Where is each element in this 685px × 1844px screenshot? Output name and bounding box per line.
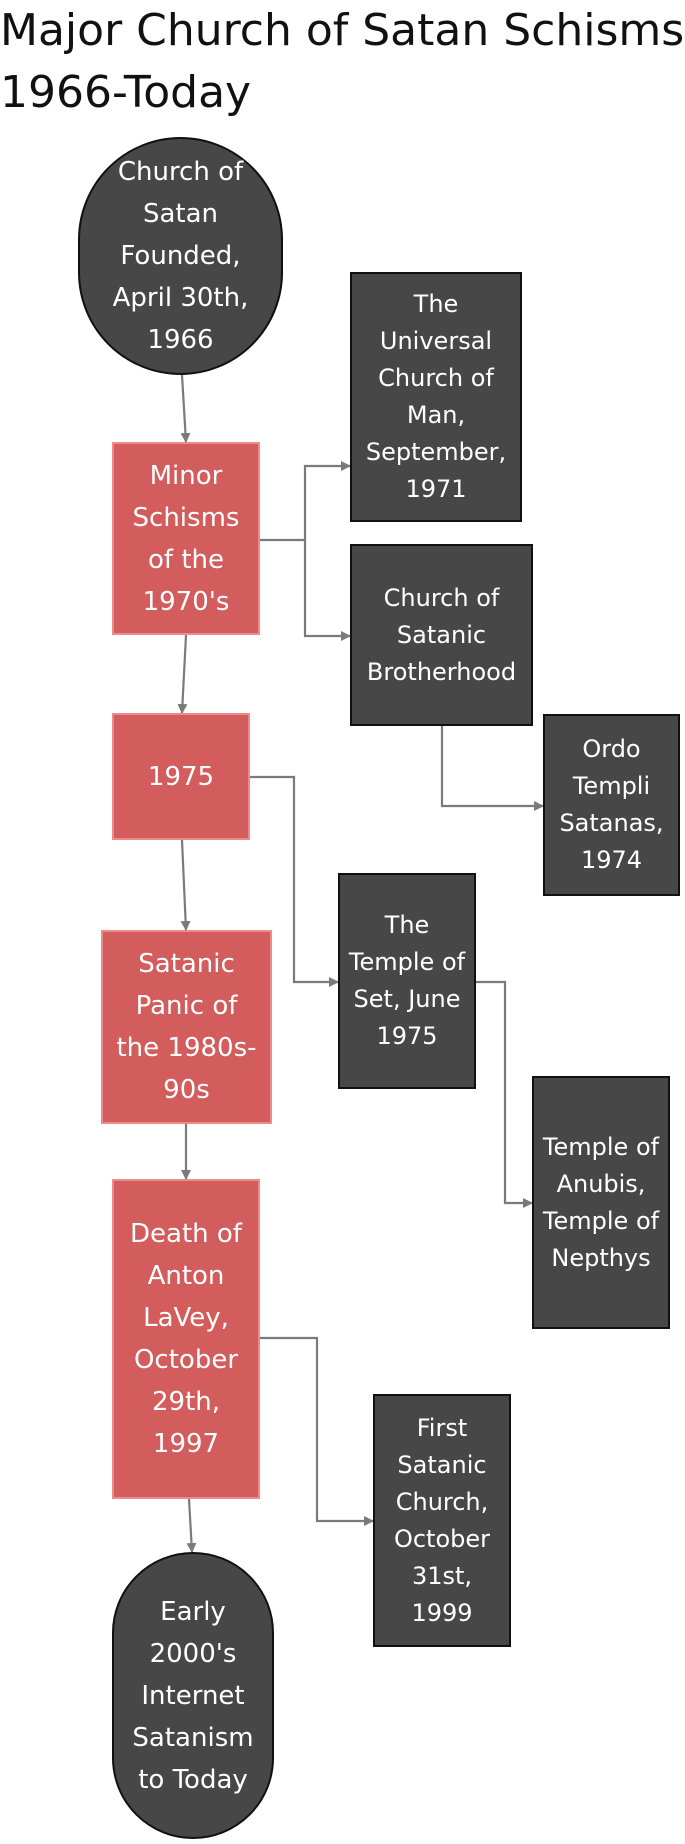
connector-founded-to-minor [180, 374, 191, 443]
node-church-of-satan-founded: Church of Satan Founded, April 30th, 196… [78, 137, 283, 375]
node-label: Early 2000's Internet Satanism to Today [132, 1596, 254, 1795]
node-label: Satanic Panic of the 1980s-90s [116, 949, 257, 1105]
node-label: Church of Satan Founded, April 30th, 196… [112, 157, 249, 355]
node-first-satanic-church: First Satanic Church, October 31st, 1999 [373, 1394, 511, 1647]
connector-minor-to-1975 [177, 634, 188, 714]
connector-minor-to-brotherhood [303, 540, 351, 641]
node-church-of-satanic-brotherhood: Church of Satanic Brotherhood [350, 544, 533, 726]
node-minor-schisms-1970s: Minor Schisms of the 1970's [112, 442, 260, 635]
connector-death-to-firstchurch [260, 1336, 374, 1526]
node-universal-church-of-man: The Universal Church of Man, September, … [350, 272, 522, 522]
node-temple-of-set: The Temple of Set, June 1975 [338, 873, 476, 1089]
connector-brotherhood-to-ordo [440, 726, 544, 811]
node-label: The Temple of Set, June 1975 [348, 911, 466, 1050]
connector-1975-to-panic [180, 839, 191, 931]
node-satanic-panic: Satanic Panic of the 1980s-90s [101, 930, 272, 1124]
node-label: The Universal Church of Man, September, … [365, 290, 507, 503]
node-label: Death of Anton LaVey, October 29th, 1997 [130, 1219, 242, 1459]
node-label: Temple of Anubis, Temple of Nepthys [542, 1132, 660, 1272]
connector-1975-to-set [250, 775, 339, 987]
connector-death-to-internet [186, 1498, 197, 1553]
page-title: Major Church of Satan Schisms, 1966-Toda… [0, 0, 685, 124]
node-1975: 1975 [112, 713, 250, 840]
node-label: Minor Schisms of the 1970's [132, 460, 240, 617]
title-line-1: Major Church of Satan Schisms, [0, 5, 685, 56]
connector-minor-to-universal [260, 461, 351, 542]
node-ordo-templi-satanas: Ordo Templi Satanas, 1974 [543, 714, 680, 896]
connector-set-to-anubis [476, 980, 533, 1208]
node-label: First Satanic Church, October 31st, 1999 [393, 1413, 491, 1627]
title-line-2: 1966-Today [0, 67, 252, 118]
node-label: Ordo Templi Satanas, 1974 [559, 735, 664, 874]
node-label: 1975 [147, 761, 215, 792]
node-death-of-anton-lavey: Death of Anton LaVey, October 29th, 1997 [112, 1179, 260, 1499]
node-label: Church of Satanic Brotherhood [366, 583, 517, 686]
node-internet-satanism: Early 2000's Internet Satanism to Today [112, 1552, 274, 1839]
node-temple-of-anubis-nepthys: Temple of Anubis, Temple of Nepthys [532, 1076, 670, 1329]
